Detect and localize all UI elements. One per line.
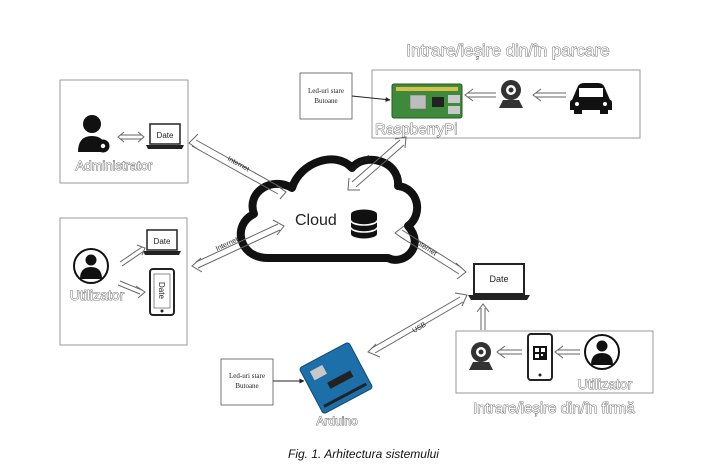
- internet-arrow-cloud-date: [394, 225, 467, 280]
- admin-laptop-label: Date: [157, 131, 174, 140]
- user-label-left: Utilizator: [70, 287, 125, 303]
- user-laptop-link-arrow: [119, 244, 146, 267]
- led-to-raspberry-arrow: [351, 95, 391, 103]
- user-avatar-icon-left: [73, 248, 109, 284]
- cloud-shape: [236, 155, 421, 264]
- led-status-box-top-line2: Butoane: [314, 97, 337, 105]
- phone-to-webcam-arrow: [496, 345, 522, 359]
- user-avatar-icon-company: [584, 334, 620, 370]
- car-to-webcam-arrow: [532, 88, 566, 102]
- cloud-label: Cloud: [295, 212, 337, 229]
- internet-label-admin: Internet: [226, 156, 250, 174]
- company-to-date-arrow: [476, 303, 490, 330]
- webcam-company-icon: [469, 342, 493, 370]
- date-laptop-label: Date: [489, 274, 508, 284]
- led-status-box-top: [299, 72, 353, 120]
- company-entry-title: Intrare/ieșire din/în firmă: [473, 400, 635, 417]
- administrator-label: Administrator: [76, 158, 153, 173]
- user-phone-link-arrow: [117, 280, 146, 299]
- user-phone-label: Date: [157, 282, 166, 299]
- raspberry-pi-label: RaspberryPi: [375, 121, 458, 138]
- internet-arrow-user-cloud: [191, 219, 285, 273]
- webcam-parking-icon: [499, 80, 523, 108]
- figure-caption: Fig. 1. Arhitectura sistemului: [288, 447, 439, 461]
- company-user-label: Utilizator: [578, 376, 633, 392]
- admin-laptop-icon: [146, 123, 184, 149]
- user-laptop-icon: [143, 229, 181, 255]
- database-icon: [350, 209, 378, 239]
- arduino-label: Arduino: [316, 414, 358, 428]
- internet-arrow-admin-cloud: [188, 133, 287, 200]
- parking-entry-title: Intrare/ieșire din/în parcare: [406, 41, 609, 60]
- arduino-board: [299, 342, 373, 414]
- webcam-to-raspberry-arrow: [464, 88, 496, 102]
- user-to-phone-arrow: [554, 345, 580, 359]
- led-status-box-bottom: [220, 358, 274, 406]
- administrator-icon: [78, 115, 110, 153]
- usb-arrow-arduino-date: [367, 292, 468, 358]
- led-status-box-top-line1: Led-uri stare: [308, 87, 344, 95]
- led-status-box-bottom-line1: Led-uri stare: [229, 372, 265, 380]
- user-laptop-label: Date: [154, 237, 171, 246]
- admin-laptop-link-arrow: [117, 131, 145, 143]
- car-icon: [570, 83, 612, 114]
- date-laptop-icon: [468, 263, 530, 300]
- led-status-box-bottom-line2: Butoane: [235, 382, 258, 390]
- qr-phone-icon: [527, 333, 553, 381]
- raspberry-pi-board: [391, 83, 463, 119]
- user-phone-icon: [149, 268, 175, 316]
- internet-arrow-raspberry-cloud: [347, 136, 407, 191]
